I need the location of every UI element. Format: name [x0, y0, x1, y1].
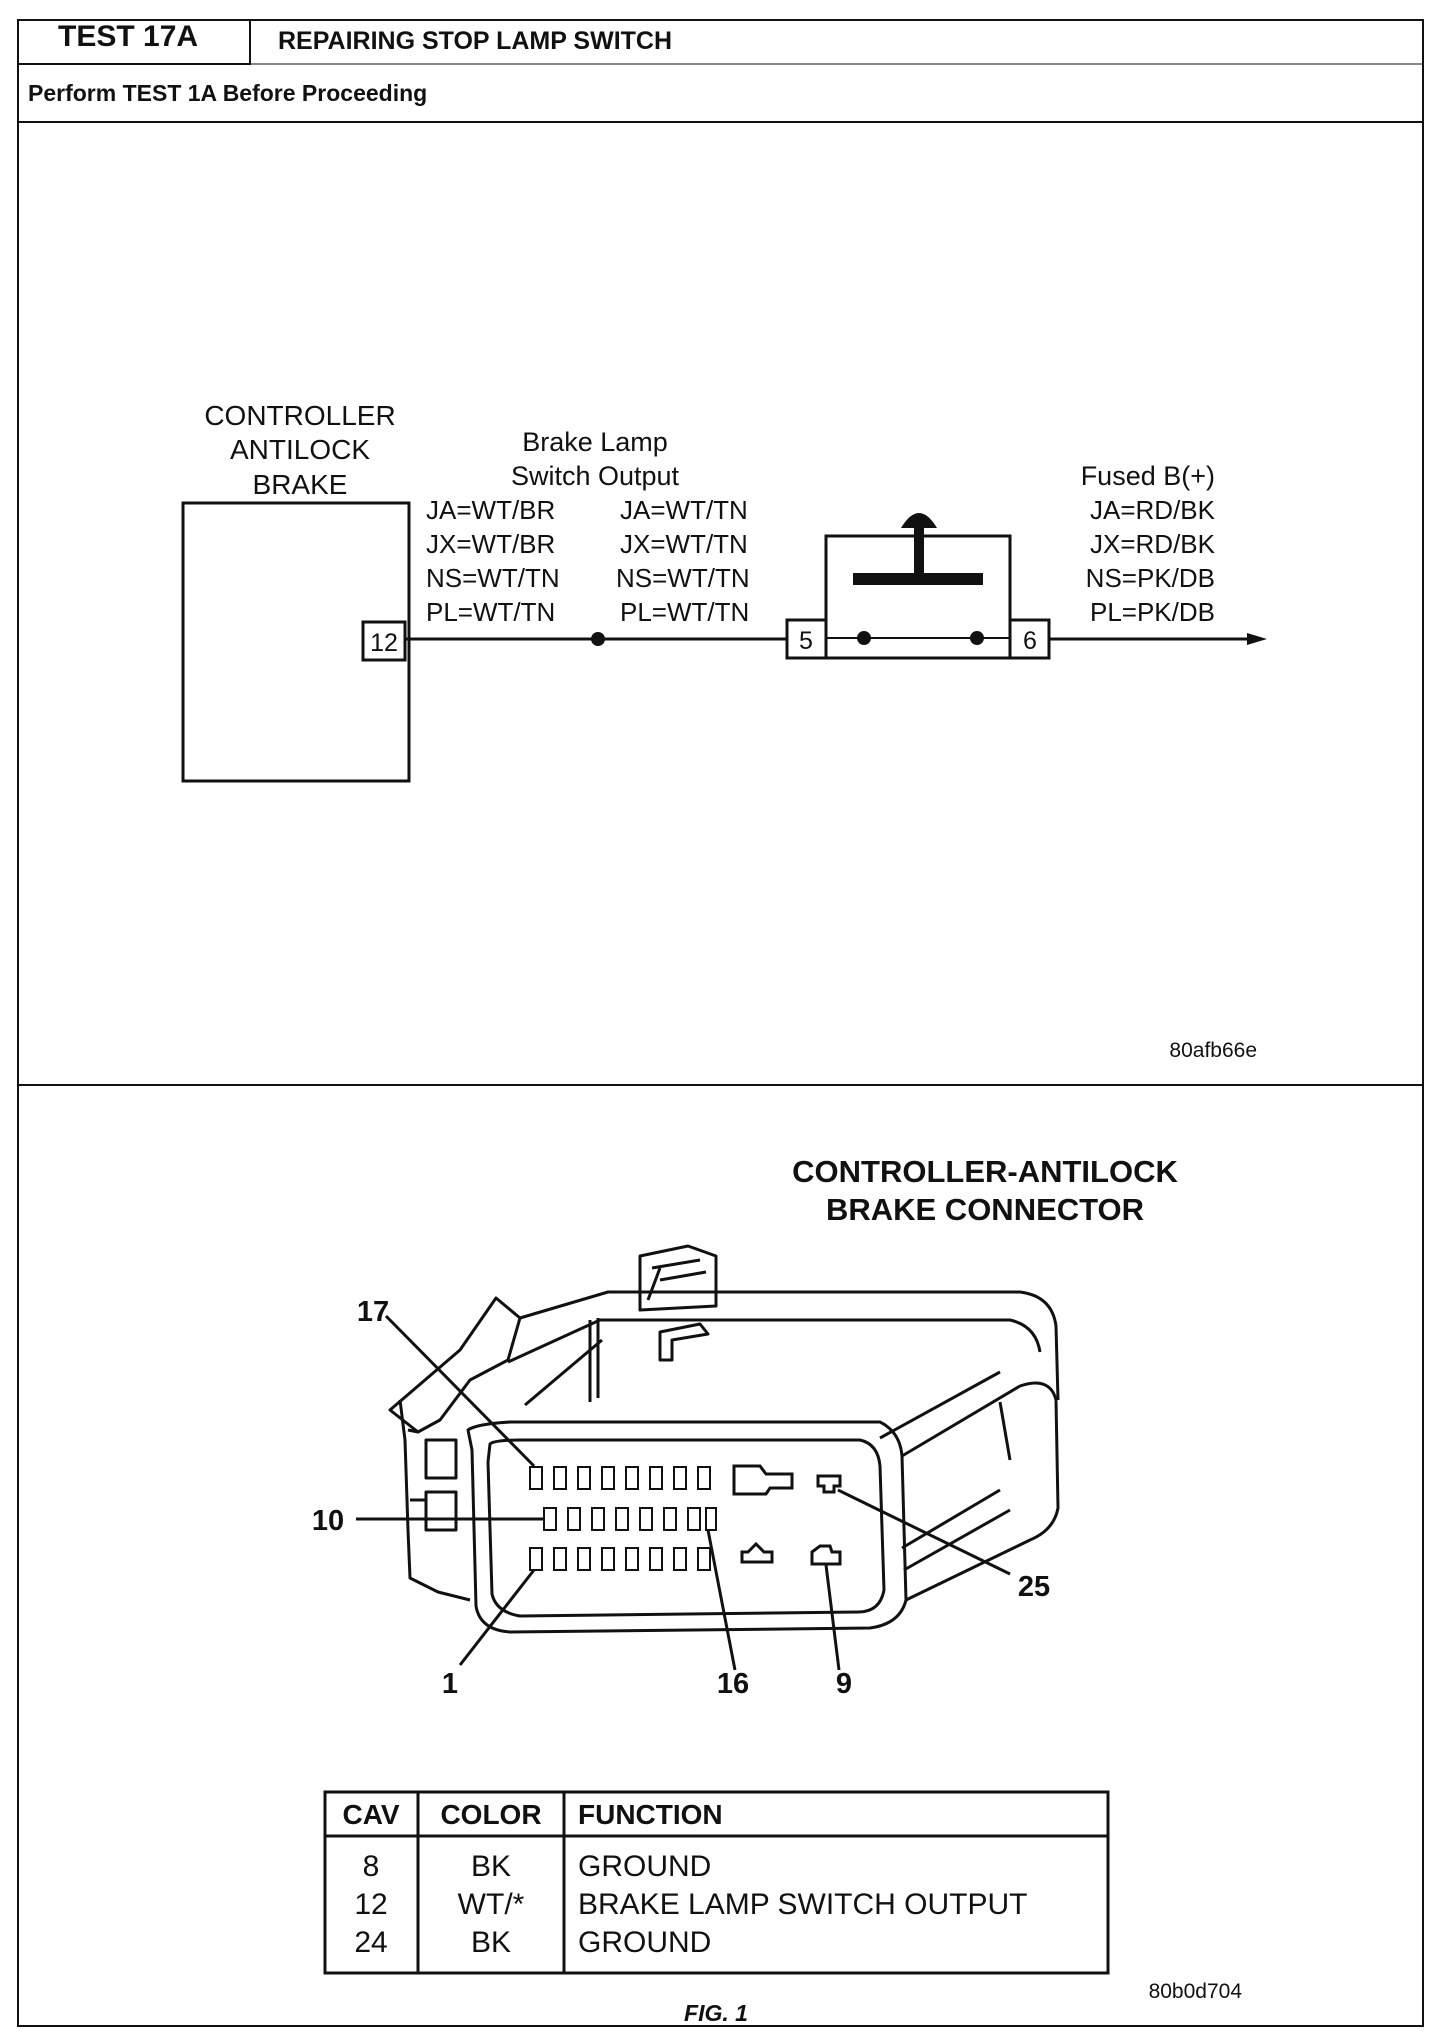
connector-title-line1: CONTROLLER-ANTILOCK	[792, 1154, 1178, 1189]
table-row-1-function: GROUND	[578, 1850, 711, 1883]
left-wire-code-pl: PL=WT/TN	[426, 597, 555, 627]
wiring-schematic: CONTROLLER ANTILOCK BRAKE 12 Brake Lamp …	[181, 400, 1267, 1062]
right-wire-code-ja: JA=WT/TN	[620, 495, 748, 525]
table-header-color: COLOR	[440, 1799, 541, 1830]
page-title: REPAIRING STOP LAMP SWITCH	[278, 27, 672, 55]
pinout-table: CAV COLOR FUNCTION 8 BK GROUND 12 WT/* B…	[323, 1790, 1110, 1975]
table-header-function: FUNCTION	[578, 1799, 723, 1830]
fused-code-ns: NS=PK/DB	[1086, 563, 1215, 593]
callout-10: 10	[312, 1505, 344, 1537]
figure-caption: FIG. 1	[684, 2000, 748, 2026]
table-row-1-color: BK	[471, 1850, 511, 1883]
callout-1: 1	[442, 1668, 458, 1700]
feed-arrow	[1247, 633, 1267, 645]
callout-16: 16	[717, 1668, 749, 1700]
controller-box	[181, 501, 411, 783]
circuit-label-line2: Switch Output	[511, 461, 680, 491]
connector-figure-code: 80b0d704	[1149, 1980, 1243, 2003]
table-row-3-cav: 24	[354, 1926, 387, 1959]
callout-9: 9	[836, 1668, 852, 1700]
left-wire-code-jx: JX=WT/BR	[426, 529, 555, 559]
controller-pin-box	[361, 620, 407, 662]
fused-code-jx: JX=RD/BK	[1090, 529, 1216, 559]
table-row-2-color: WT/*	[458, 1888, 525, 1921]
callout-25: 25	[1018, 1571, 1050, 1603]
right-wire-code-ns: NS=WT/TN	[616, 563, 750, 593]
table-row-2-cav: 12	[354, 1888, 387, 1921]
connector-drawing	[388, 1244, 1060, 1634]
table-row-3-function: GROUND	[578, 1926, 711, 1959]
connector-callout-leaders	[356, 1314, 1011, 1671]
test-id: TEST 17A	[58, 20, 198, 53]
circuit-label-line1: Brake Lamp	[522, 427, 668, 457]
left-wire-code-ns: NS=WT/TN	[426, 563, 560, 593]
controller-label-line3: BRAKE	[253, 469, 348, 500]
table-row-2-function: BRAKE LAMP SWITCH OUTPUT	[578, 1888, 1028, 1921]
switch-pin-5-label: 5	[799, 627, 813, 655]
table-row-3-color: BK	[471, 1926, 511, 1959]
right-wire-code-pl: PL=WT/TN	[620, 597, 749, 627]
controller-pin-label: 12	[370, 629, 398, 657]
splice-dot	[591, 632, 605, 646]
switch-pin-5-box	[785, 618, 828, 660]
fused-code-ja: JA=RD/BK	[1090, 495, 1216, 525]
switch-plunger-stem	[914, 522, 924, 576]
fused-label: Fused B(+)	[1081, 461, 1215, 491]
callout-17: 17	[357, 1296, 389, 1328]
table-header-cav: CAV	[342, 1799, 399, 1830]
controller-label-line1: CONTROLLER	[204, 400, 395, 431]
switch-pin-6-label: 6	[1023, 627, 1037, 655]
switch-plunger-bar	[853, 573, 983, 585]
table-row-1-cav: 8	[363, 1850, 380, 1883]
switch-plunger-cap	[901, 513, 937, 528]
left-wire-code-ja: JA=WT/BR	[426, 495, 555, 525]
schematic-figure-code: 80afb66e	[1169, 1039, 1257, 1062]
prerequisite-note: Perform TEST 1A Before Proceeding	[28, 80, 427, 106]
right-wire-code-jx: JX=WT/TN	[620, 529, 748, 559]
fused-code-pl: PL=PK/DB	[1090, 597, 1215, 627]
connector-section: CONTROLLER-ANTILOCK BRAKE CONNECTOR	[312, 1154, 1179, 1700]
connector-title-line2: BRAKE CONNECTOR	[826, 1192, 1144, 1227]
controller-label-line2: ANTILOCK	[230, 434, 370, 465]
connector-cavities	[529, 1464, 842, 1571]
frame	[17, 19, 1424, 2027]
